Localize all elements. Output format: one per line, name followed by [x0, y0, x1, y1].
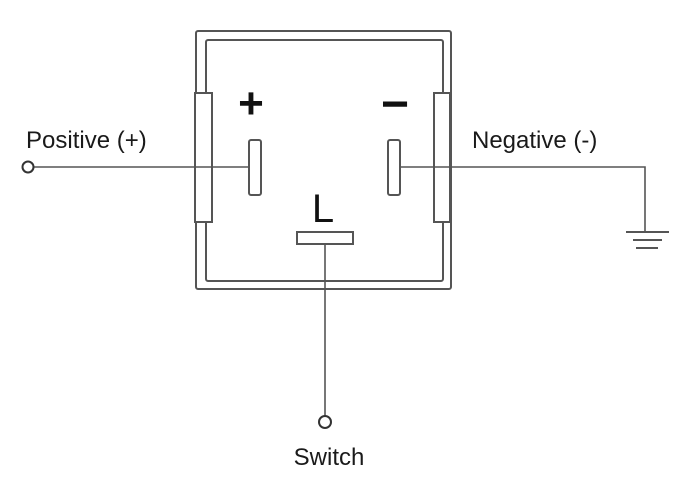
left-bracket	[194, 92, 213, 223]
positive-pin	[248, 139, 262, 196]
positive-terminal-circle	[21, 160, 35, 174]
switch-label: Switch	[294, 444, 365, 471]
wires	[33, 166, 646, 416]
positive-label: Positive (+)	[26, 127, 147, 154]
negative-pin	[387, 139, 401, 196]
minus-symbol: −	[381, 78, 409, 131]
housing-outer	[195, 30, 452, 290]
negative-label: Negative (-)	[472, 127, 597, 154]
switch-terminal-circle	[318, 415, 332, 429]
plus-symbol: +	[238, 79, 264, 128]
ground-icon	[626, 231, 669, 249]
load-symbol: L	[312, 187, 334, 231]
relay-housing	[195, 30, 452, 290]
right-bracket	[433, 92, 451, 223]
load-pin	[296, 231, 354, 245]
negative-wire	[400, 166, 646, 232]
